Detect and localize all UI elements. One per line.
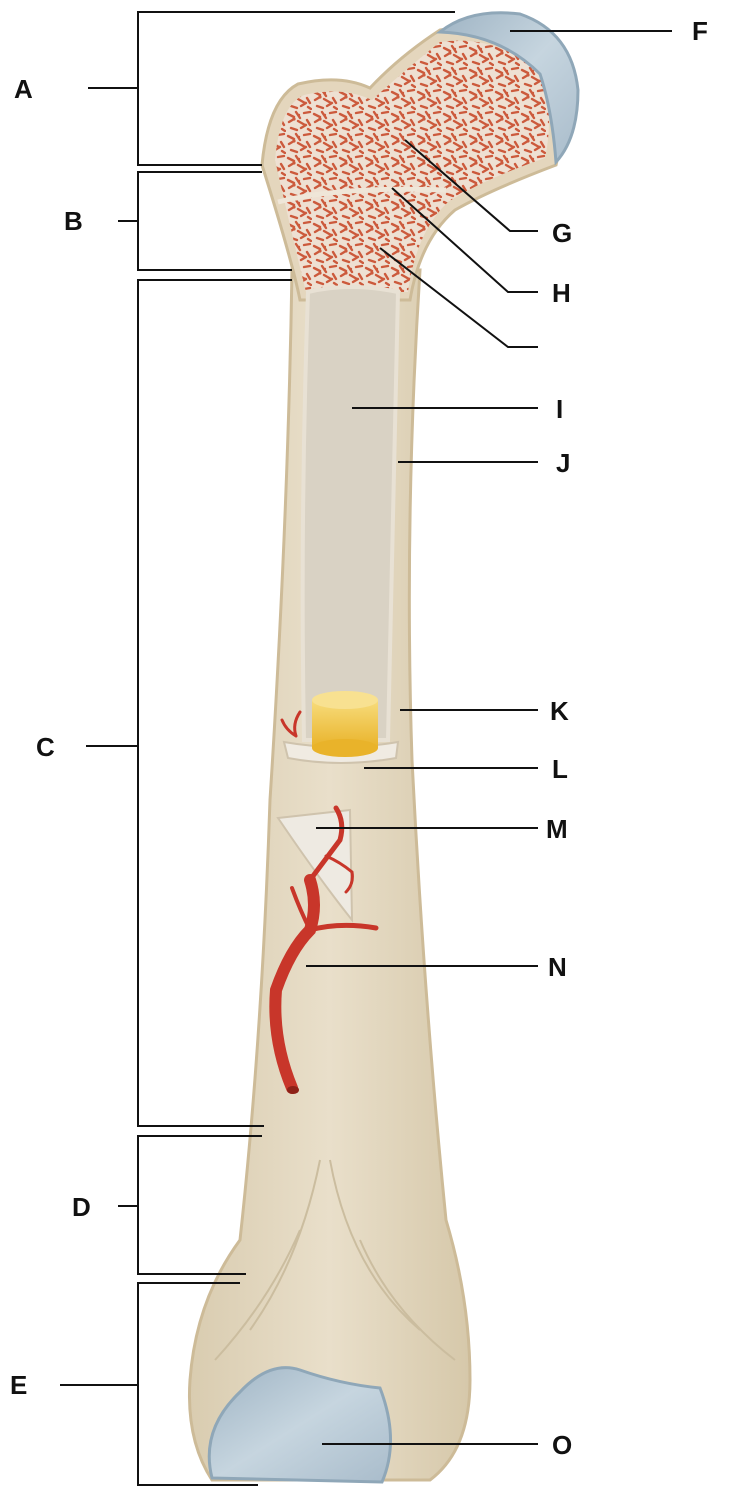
label-G: G [552,218,572,248]
label-O: O [552,1430,572,1460]
label-L: L [552,754,568,784]
label-E: E [10,1370,27,1400]
label-K: K [550,696,569,726]
label-H: H [552,278,571,308]
label-C: C [36,732,55,762]
yellow-marrow [312,691,378,757]
label-F: F [692,16,708,46]
label-A: A [14,74,33,104]
medullary-cavity [303,287,398,740]
label-B: B [64,206,83,236]
spongy-bone [275,41,549,292]
label-I: I [556,394,563,424]
label-J: J [556,448,570,478]
label-D: D [72,1192,91,1222]
label-M: M [546,814,568,844]
label-N: N [548,952,567,982]
